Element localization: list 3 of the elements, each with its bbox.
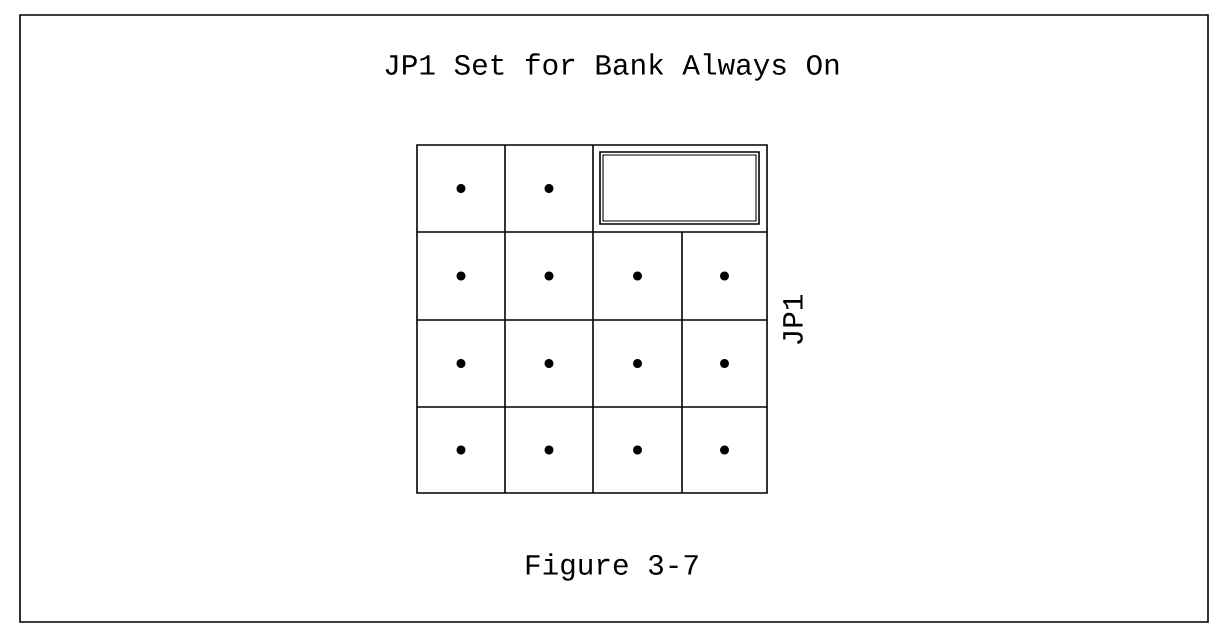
jumper-label: JP1 [783, 295, 803, 344]
caption: Figure 3-7 [526, 553, 698, 581]
title: JP1 Set for Bank Always On [385, 53, 839, 81]
